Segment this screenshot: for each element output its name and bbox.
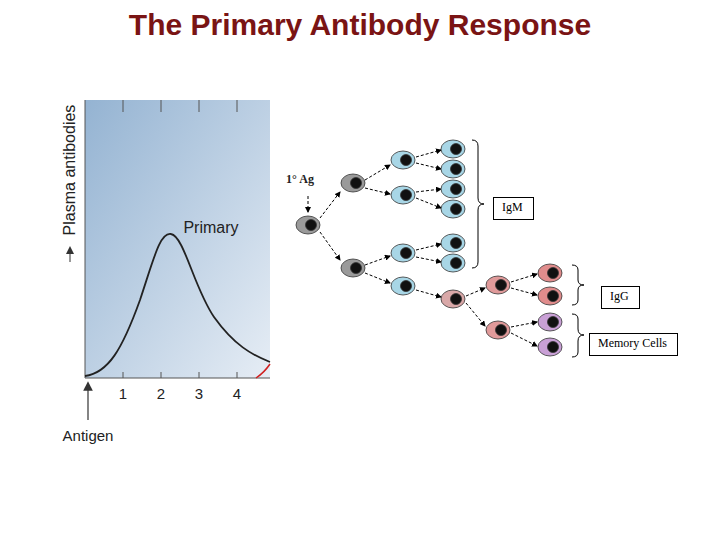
axis-arrow [70, 250, 71, 262]
label-box: IgM [493, 197, 534, 220]
tick-marks [123, 100, 237, 378]
antibody-curve [85, 234, 270, 376]
tick-label: 4 [233, 385, 241, 402]
box-text: IgG [610, 289, 629, 303]
tick-label: 3 [195, 385, 203, 402]
box-text: IgM [502, 200, 523, 214]
cells [296, 140, 562, 356]
secondary-curve-start [256, 364, 270, 378]
graph-panel [85, 100, 270, 378]
label-box: Memory Cells [589, 333, 678, 356]
slide-title: The Primary Antibody Response [0, 8, 720, 42]
antigen-dose-label: 1° Ag [286, 172, 314, 187]
box-text: Memory Cells [598, 336, 667, 350]
brackets [472, 140, 584, 357]
tick-label: 2 [157, 385, 165, 402]
tick-label: 1 [119, 385, 127, 402]
x-axis [85, 378, 270, 379]
division-arrows [308, 150, 537, 346]
y-axis [85, 100, 86, 378]
curve-label: Primary [183, 219, 238, 237]
antigen-arrow [87, 386, 88, 420]
label-box: IgG [601, 286, 640, 309]
axis-title: Plasma antibodies [61, 105, 79, 236]
antigen-label: Antigen [63, 427, 114, 444]
